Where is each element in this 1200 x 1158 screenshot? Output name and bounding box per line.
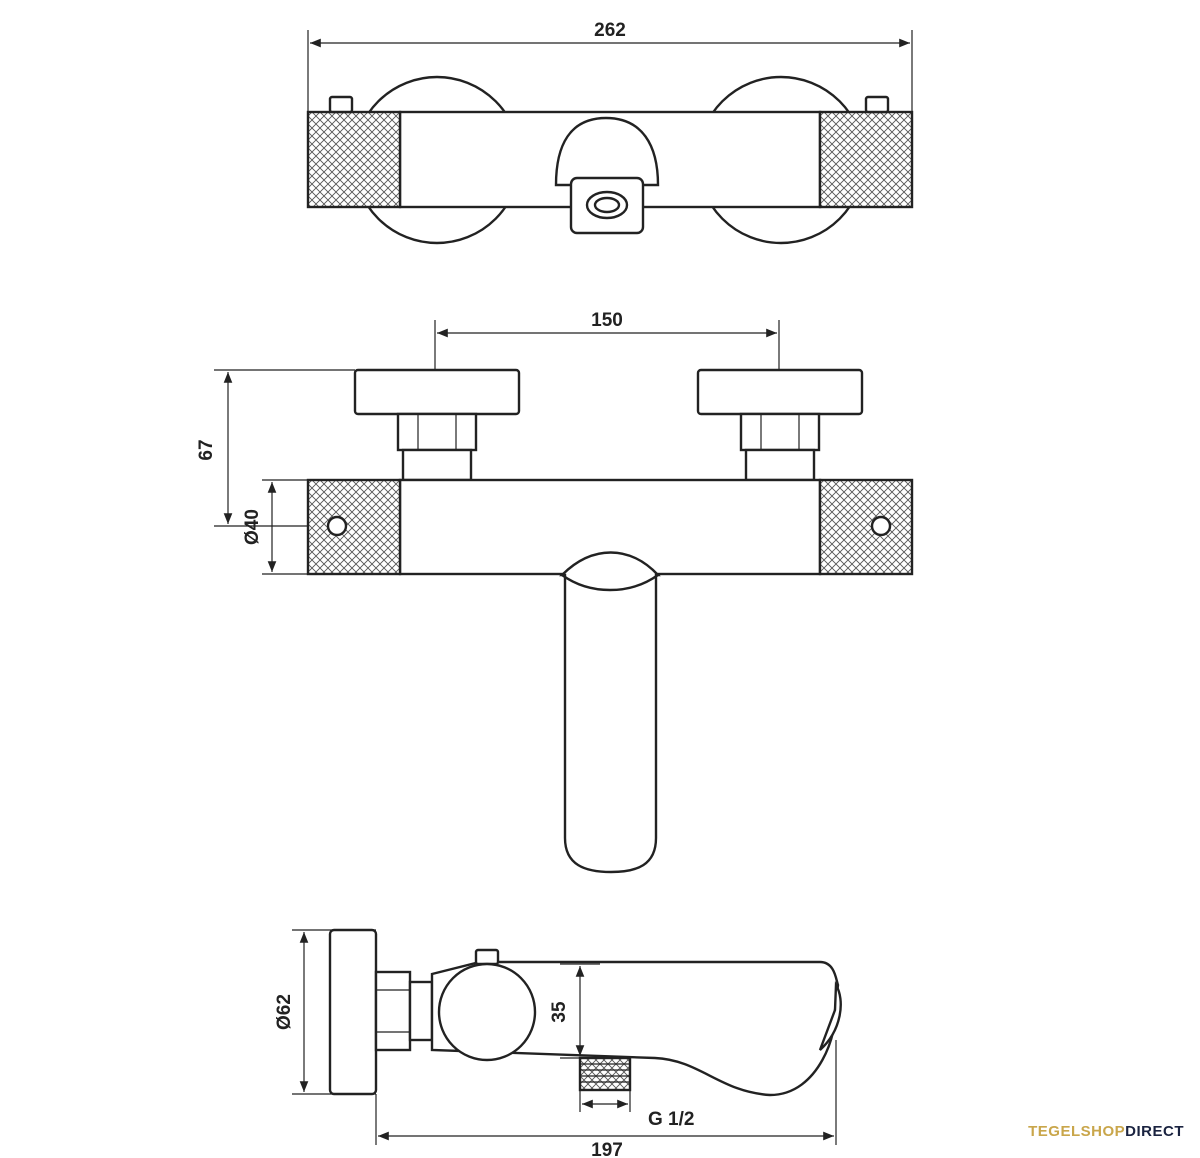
connector-right — [744, 448, 816, 482]
dim-handle-spacing: 150 — [591, 310, 623, 331]
hex-nut-left — [396, 412, 478, 452]
connector-side — [408, 980, 434, 1042]
dim-spout-height: 35 — [549, 1001, 570, 1023]
spout-front — [559, 551, 661, 874]
knurled-handle-right-front — [818, 478, 914, 576]
dim-rosette-diameter: Ø62 — [274, 994, 295, 1030]
knurled-handle-left-front — [306, 478, 402, 576]
aerator-inner — [593, 196, 621, 214]
dim-body-diameter: Ø40 — [242, 509, 263, 545]
handle-disc-side — [437, 962, 537, 1062]
thread-outlet — [578, 1056, 632, 1092]
dim-total-projection: 197 — [591, 1140, 623, 1158]
brand-part1: TEGELSHOP — [1028, 1123, 1126, 1140]
body-spout-side — [430, 960, 840, 1097]
knurled-handle-left — [306, 110, 402, 209]
top-view: 262 — [306, 20, 914, 245]
flange-right — [696, 368, 864, 416]
spout-top — [554, 116, 660, 187]
hex-nut-side — [374, 970, 412, 1052]
pin-left — [328, 95, 354, 114]
hex-nut-right — [739, 412, 821, 452]
screw-hole-right — [870, 515, 892, 537]
flange-left — [353, 368, 521, 416]
brand-logo: TEGELSHOPDIRECT — [1028, 1123, 1184, 1140]
dim-thread: G 1/2 — [648, 1109, 694, 1130]
pin-right — [864, 95, 890, 114]
spout-tip — [818, 980, 842, 1051]
knurled-handle-right — [818, 110, 914, 209]
pin-side — [474, 948, 500, 966]
rosette-side — [328, 928, 378, 1096]
brand-part2: DIRECT — [1125, 1123, 1184, 1140]
connector-left — [401, 448, 473, 482]
aerator-outer — [585, 190, 629, 220]
dim-depth: 67 — [196, 439, 217, 460]
side-view: Ø62 35 G 1/2 — [274, 928, 842, 1158]
thread-lines — [580, 1063, 630, 1083]
screw-hole-left — [326, 515, 348, 537]
dim-top-width: 262 — [594, 20, 626, 41]
front-view: 150 67 Ø40 — [196, 310, 914, 874]
